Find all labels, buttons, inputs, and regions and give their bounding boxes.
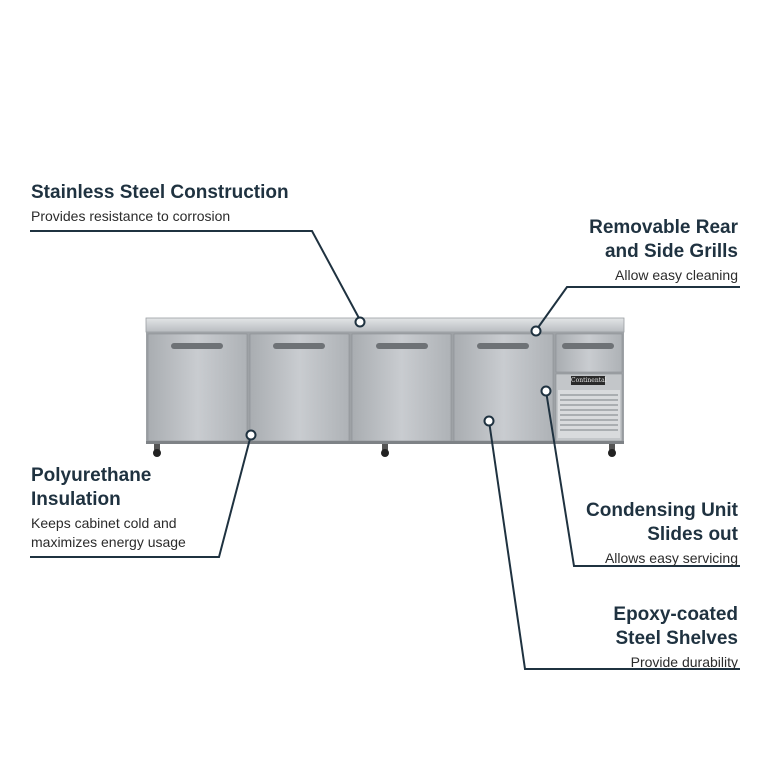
caster <box>381 444 389 457</box>
callout-title-line1: Removable Rear <box>589 217 738 238</box>
callout-description: Allow easy cleaning <box>615 267 738 283</box>
door-4 <box>453 333 554 442</box>
callout-dot <box>354 316 366 328</box>
callout-title-line2: Steel Shelves <box>615 628 738 649</box>
countertop <box>145 317 625 333</box>
callout-dot <box>540 385 552 397</box>
door-handle <box>273 343 325 349</box>
callout-description: Provide durability <box>630 654 738 670</box>
callout-title: Stainless Steel Construction <box>31 182 289 203</box>
callout-title-line2: Slides out <box>647 524 738 545</box>
leader-line-insulation <box>30 434 252 558</box>
door-3 <box>351 333 452 442</box>
callout-dot <box>245 429 257 441</box>
leader-line-shelves <box>488 420 740 670</box>
door-handle <box>376 343 428 349</box>
callout-condensing-unit: Condensing Unit Slides out Allows easy s… <box>518 499 738 568</box>
callout-title-line1: Epoxy-coated <box>613 604 738 625</box>
leader-line-stainless <box>30 230 361 321</box>
callout-shelves: Epoxy-coated Steel Shelves Provide durab… <box>518 603 738 672</box>
callout-dot <box>483 415 495 427</box>
leader-line-condensing <box>545 390 740 567</box>
condensing-grill <box>555 373 623 442</box>
callout-stainless-steel: Stainless Steel Construction Provides re… <box>31 181 351 226</box>
callout-description-line1: Keeps cabinet cold and <box>31 515 177 531</box>
callout-description: Allows easy servicing <box>604 550 738 566</box>
caster <box>608 444 616 457</box>
caster <box>153 444 161 457</box>
base <box>146 441 624 444</box>
door-handle <box>477 343 529 349</box>
callout-insulation: Polyurethane Insulation Keeps cabinet co… <box>31 464 251 552</box>
callout-grills: Removable Rear and Side Grills Allow eas… <box>518 216 738 285</box>
callout-dot <box>530 325 542 337</box>
leader-line-grills <box>536 286 740 330</box>
door-2 <box>249 333 350 442</box>
callout-title-line1: Polyurethane <box>31 465 152 486</box>
callout-description: Provides resistance to corrosion <box>31 208 231 224</box>
drawer <box>555 333 623 373</box>
door-1 <box>147 333 248 442</box>
drawer-handle <box>562 343 614 349</box>
callout-title-line2: and Side Grills <box>604 241 738 262</box>
callout-title-line1: Condensing Unit <box>586 500 738 521</box>
brand-logo: Continental <box>571 376 607 385</box>
door-handle <box>171 343 223 349</box>
callout-title-line2: Insulation <box>31 489 121 510</box>
callout-description-line2: maximizes energy usage <box>31 534 186 550</box>
